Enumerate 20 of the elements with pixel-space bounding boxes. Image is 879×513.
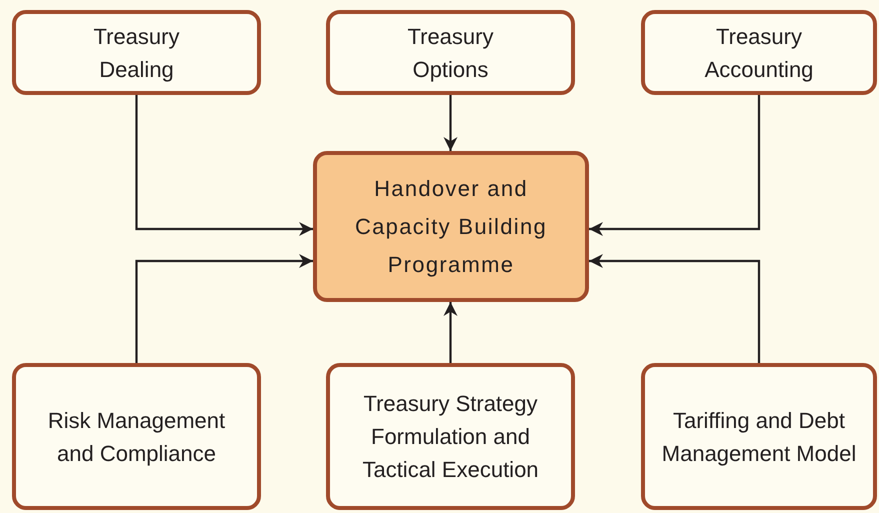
arrow — [444, 95, 458, 151]
node-label: Treasury Dealing — [92, 22, 180, 84]
process-box — [641, 363, 877, 510]
process-box — [12, 10, 261, 95]
process-box — [326, 10, 575, 95]
process-box — [641, 10, 877, 95]
central-box — [313, 151, 589, 302]
arrow — [135, 95, 313, 236]
node-label: Risk Management and Compliance — [46, 406, 226, 468]
process-box — [12, 363, 261, 510]
arrow — [589, 95, 760, 236]
node-label: Handover and Capacity Building Programme — [354, 174, 548, 279]
arrow — [135, 254, 313, 363]
arrow — [589, 254, 760, 363]
node-label: Treasury Strategy Formulation and Tactical Execution — [361, 390, 540, 484]
process-box — [326, 363, 575, 510]
node-label: Treasury Accounting — [704, 22, 814, 84]
node-label: Treasury Options — [406, 22, 494, 84]
arrow — [444, 302, 458, 363]
node-label: Tariffing and Debt Management Model — [660, 406, 858, 468]
